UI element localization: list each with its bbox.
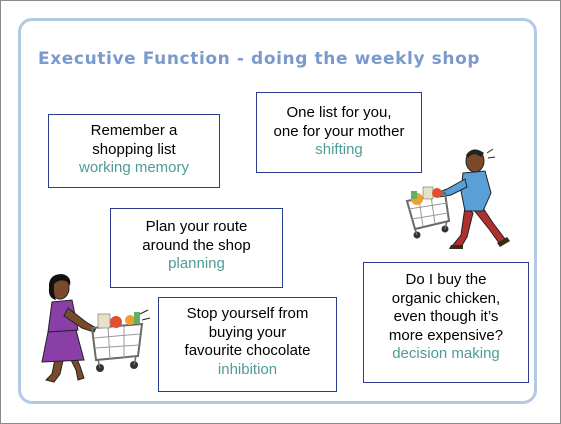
card-text-line: buying your	[208, 323, 287, 341]
card-text-line: shopping list	[92, 140, 176, 158]
card-shifting: One list for you, one for your mother sh…	[256, 92, 422, 173]
card-decision-making: Do I buy the organic chicken, even thoug…	[363, 262, 529, 383]
card-text-line: around the shop	[142, 236, 251, 254]
card-text-line: organic chicken,	[391, 289, 501, 307]
card-text-line: even though it’s	[393, 308, 499, 325]
card-text-line: favourite chocolate	[184, 342, 311, 359]
card-text-line: Stop yourself from	[186, 305, 309, 322]
card-text-line: One list for you,	[286, 104, 392, 121]
card-tag-working-memory: working memory	[78, 159, 190, 176]
slide-title: Executive Function - doing the weekly sh…	[38, 49, 481, 69]
card-inhibition: Stop yourself from buying your favourite…	[158, 297, 337, 392]
card-text-line: Plan your route	[145, 218, 248, 235]
card-tag-shifting: shifting	[315, 141, 363, 158]
man-with-shopping-cart-icon	[405, 148, 510, 249]
card-planning: Plan your route around the shop planning	[110, 208, 283, 288]
card-text-line: one for your mother	[273, 122, 405, 140]
card-tag-planning: planning	[168, 255, 225, 272]
card-text-line: Remember a	[90, 122, 178, 139]
card-text-line: Do I buy the	[405, 271, 487, 288]
card-tag-decision-making: decision making	[392, 345, 500, 362]
card-tag-inhibition: inhibition	[217, 360, 278, 378]
card-working-memory: Remember a shopping list working memory	[48, 114, 220, 188]
woman-with-shopping-cart-icon	[41, 274, 151, 383]
card-text-line: more expensive?	[388, 326, 504, 344]
